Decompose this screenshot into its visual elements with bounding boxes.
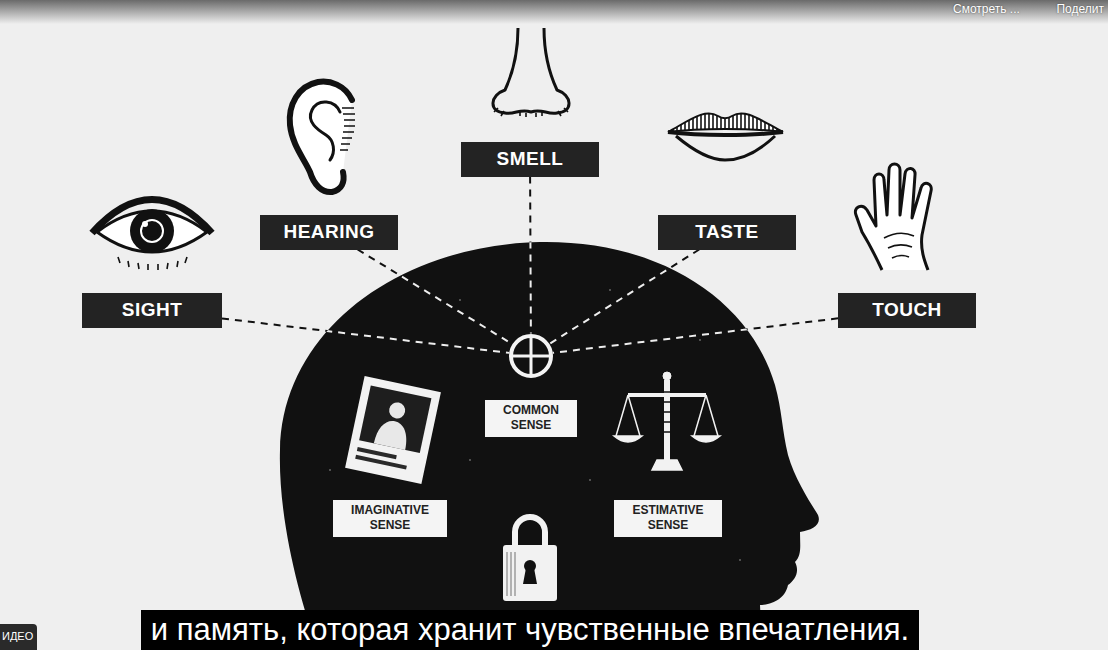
- faculty-plate: COMMON SENSE: [485, 332, 577, 437]
- video-overlay-text: Поделит: [1056, 2, 1104, 16]
- node-text: SMELL: [497, 149, 564, 170]
- common-sense-crosshair: [507, 332, 555, 380]
- palm-lines: [884, 233, 914, 258]
- photo-figure-body: [374, 418, 411, 450]
- head-grain: [329, 289, 741, 561]
- grain-dot: [739, 559, 741, 561]
- plate-box: COMMON SENSE: [485, 400, 577, 437]
- keyhole-slot: [523, 568, 537, 584]
- hand-outline: [855, 164, 931, 270]
- head-silhouette: [280, 242, 819, 650]
- upper-lip: [668, 113, 783, 132]
- eye-lashes: [118, 257, 187, 270]
- node-text: TASTE: [695, 222, 758, 243]
- lock-body: [503, 545, 557, 601]
- scales-pole: [664, 380, 670, 460]
- eye-iris: [130, 209, 174, 253]
- scales-icon: [614, 372, 720, 470]
- lock-icon: [503, 517, 557, 601]
- eye-pupil: [146, 225, 158, 237]
- dashed-connector: [553, 318, 838, 353]
- eye-icon: [92, 200, 212, 271]
- grain-dot: [609, 289, 611, 291]
- ear-icon: [290, 82, 355, 193]
- plate-box: ESTIMATIVE SENSE: [614, 500, 722, 537]
- photo-image: [359, 385, 431, 453]
- sense-label: SMELL: [461, 142, 599, 177]
- dashed-connector: [550, 250, 700, 344]
- sense-label: TOUCH: [838, 293, 976, 328]
- hand-icon: [855, 164, 931, 270]
- node-text: TOUCH: [872, 300, 942, 321]
- sense-box: SMELL: [461, 142, 599, 177]
- photo-frame: [345, 376, 441, 484]
- video-overlay-text: Смотреть ...: [953, 2, 1020, 16]
- grain-dot: [699, 339, 701, 341]
- lips-icon: [668, 113, 783, 160]
- faculty-plate: ESTIMATIVE SENSE: [614, 500, 722, 537]
- ear-hatch: [340, 108, 355, 150]
- subtitle: и память, которая хранит чувственные впе…: [141, 610, 919, 650]
- video-top-shade: [0, 0, 1108, 24]
- lock-hatch: [507, 552, 515, 596]
- plate-box: IMAGINATIVE SENSE: [333, 500, 447, 537]
- node-text: IMAGINATIVE SENSE: [341, 503, 439, 533]
- scales-pans: [614, 436, 720, 442]
- node-text: COMMON SENSE: [493, 403, 569, 433]
- photo-figure-head: [388, 401, 407, 420]
- eye-highlight: [142, 221, 148, 227]
- scales-knob: [663, 372, 671, 380]
- sense-label: TASTE: [658, 215, 796, 250]
- nose-outline: [493, 28, 569, 113]
- sense-label: SIGHT: [82, 293, 222, 328]
- grain-dot: [329, 469, 331, 471]
- node-text: SIGHT: [122, 300, 183, 321]
- faculty-plate: IMAGINATIVE SENSE: [333, 500, 447, 537]
- dashed-connector: [222, 318, 509, 352]
- node-text: ESTIMATIVE SENSE: [622, 503, 714, 533]
- dashed-connector: [358, 250, 513, 345]
- sense-box: SIGHT: [82, 293, 222, 328]
- photo-icon: [345, 376, 441, 484]
- sense-box: TASTE: [658, 215, 796, 250]
- nose-hatch: [494, 108, 568, 117]
- scales-beam: [628, 393, 706, 397]
- ear-outline: [290, 82, 352, 193]
- scales-base: [652, 460, 682, 470]
- crosshair-ring: [511, 336, 551, 376]
- sense-box: TOUCH: [838, 293, 976, 328]
- node-text: HEARING: [283, 222, 374, 243]
- eye-ring: [141, 220, 163, 242]
- lower-lip: [676, 136, 775, 160]
- scales-ticks: [663, 392, 671, 432]
- grain-dot: [459, 299, 461, 301]
- sense-box: HEARING: [260, 215, 398, 250]
- dashed-connector: [529, 177, 532, 334]
- grain-dot: [469, 459, 471, 461]
- video-badge: ИДЕО: [0, 624, 37, 650]
- mouth-line: [668, 132, 783, 135]
- photo-line: [355, 455, 407, 470]
- lock-shackle: [515, 517, 545, 546]
- scales-strings: [616, 395, 718, 436]
- ear-inner: [310, 102, 340, 160]
- sense-label: HEARING: [260, 215, 398, 250]
- grain-dot: [589, 479, 591, 481]
- crosshair-lines: [511, 336, 551, 376]
- nose-icon: [493, 28, 569, 117]
- connectors: [222, 177, 838, 353]
